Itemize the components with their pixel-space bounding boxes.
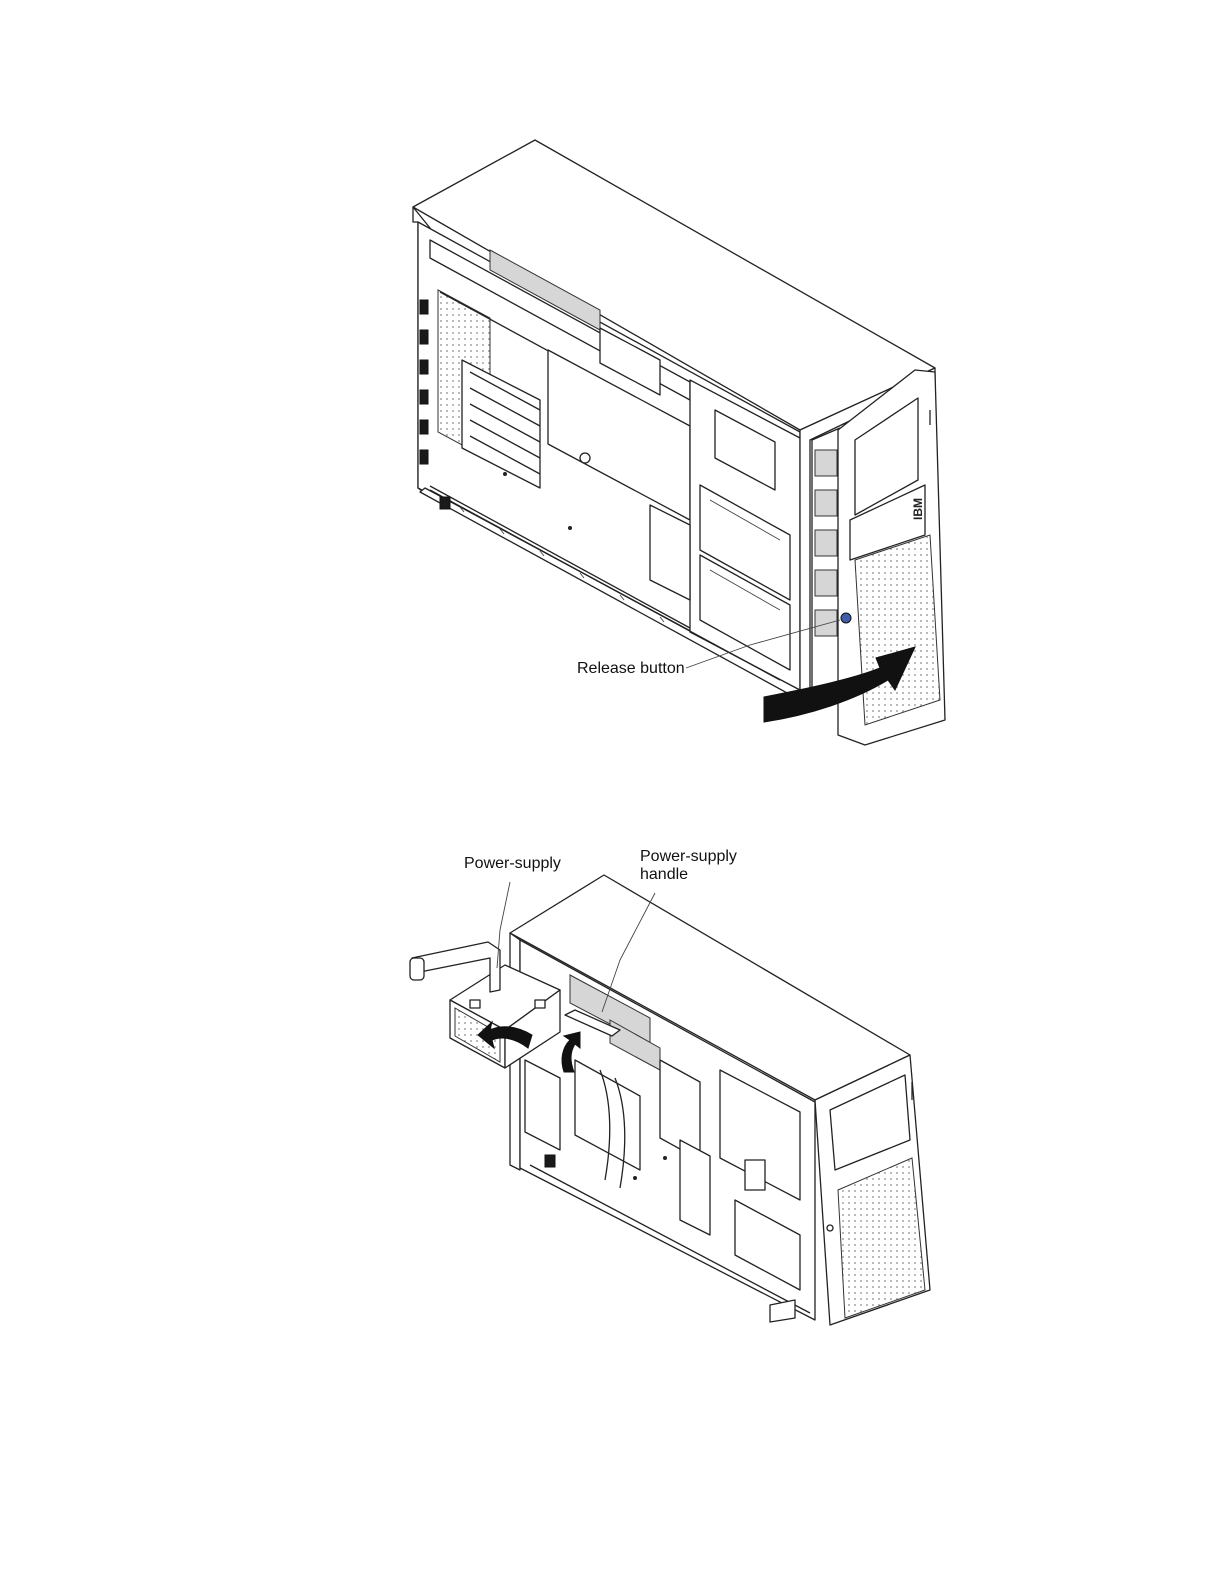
power-supply-handle-callout-line1: Power-supply xyxy=(640,848,737,865)
server-tower-power-supply-figure xyxy=(410,875,930,1325)
front-drive-bays xyxy=(812,428,840,692)
bezel-logo: IBM xyxy=(911,498,925,520)
server-tower-bezel-figure: IBM xyxy=(413,140,945,745)
release-button-callout: Release button xyxy=(577,660,685,677)
front-bezel-closed xyxy=(815,1055,930,1325)
release-button-marker xyxy=(841,613,851,623)
power-supply-handle-callout-line2: handle xyxy=(640,866,688,883)
power-supply-callout: Power-supply xyxy=(464,855,561,872)
